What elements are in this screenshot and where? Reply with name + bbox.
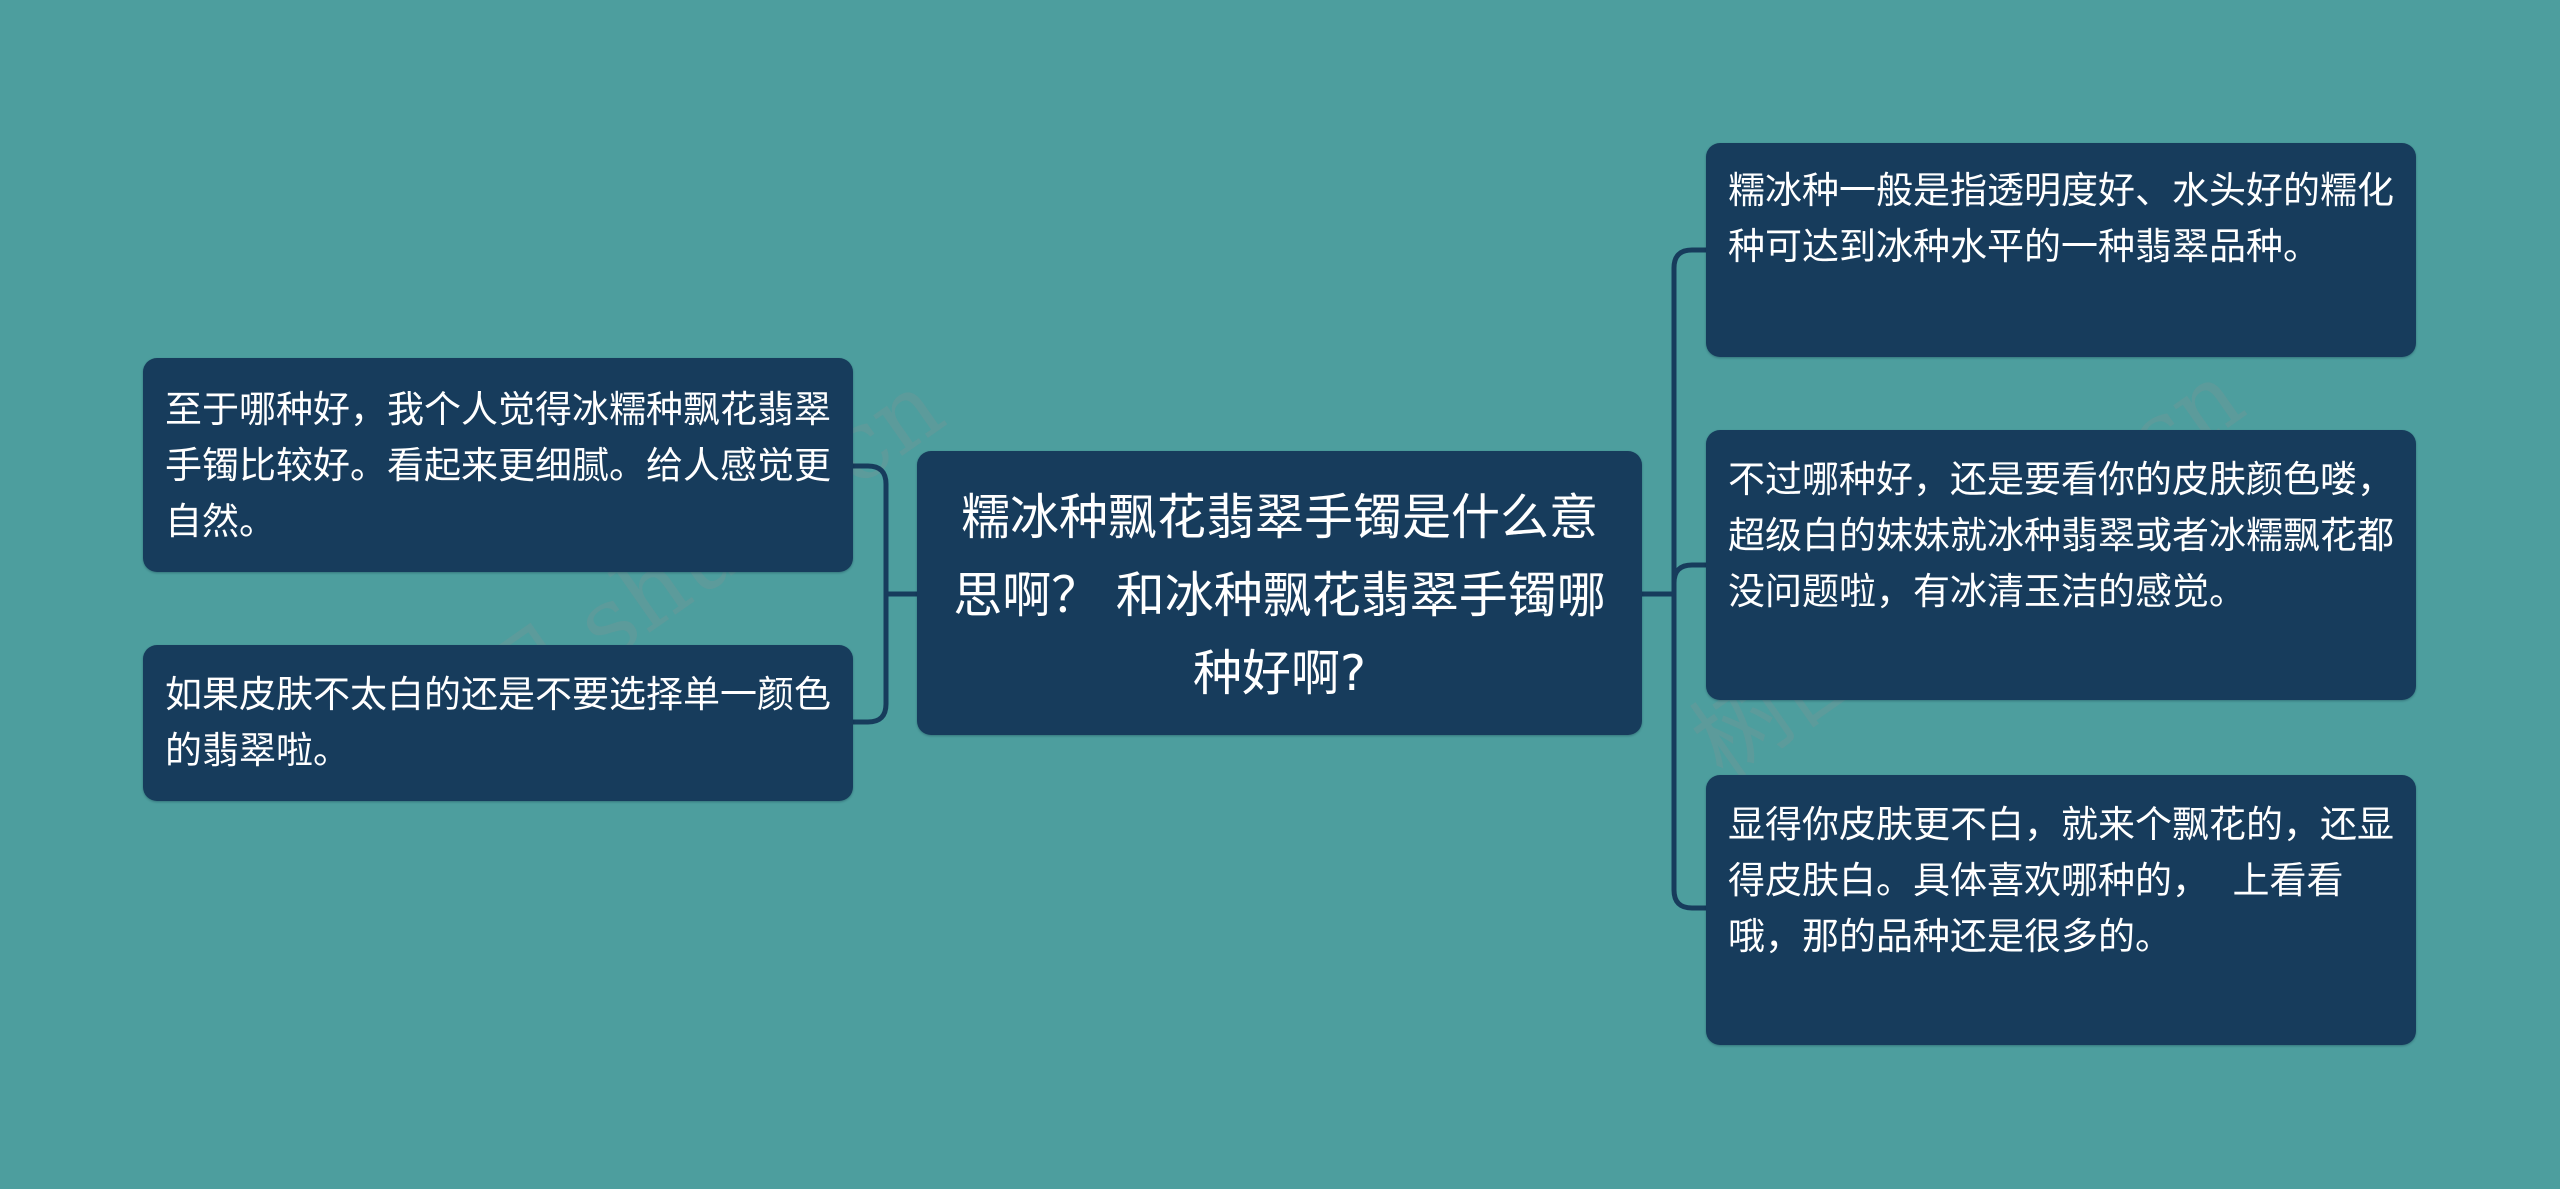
right-node-1-text: 糯冰种一般是指透明度好、水头好的糯化种可达到冰种水平的一种翡翠品种。 <box>1728 169 2394 268</box>
right-node-3[interactable]: 显得你皮肤更不白，就来个飘花的，还显得皮肤白。具体喜欢哪种的， 上看看哦，那的品… <box>1706 775 2416 1045</box>
connector-right-middle <box>1671 562 1706 594</box>
right-node-1[interactable]: 糯冰种一般是指透明度好、水头好的糯化种可达到冰种水平的一种翡翠品种。 <box>1706 143 2416 357</box>
left-node-1[interactable]: 至于哪种好，我个人觉得冰糯种飘花翡翠手镯比较好。看起来更细腻。给人感觉更自然。 <box>143 358 853 572</box>
left-node-2[interactable]: 如果皮肤不太白的还是不要选择单一颜色的翡翠啦。 <box>143 645 853 801</box>
connector-left-bottom <box>853 594 889 725</box>
left-node-1-text: 至于哪种好，我个人觉得冰糯种飘花翡翠手镯比较好。看起来更细腻。给人感觉更自然。 <box>165 388 831 543</box>
left-node-2-text: 如果皮肤不太白的还是不要选择单一颜色的翡翠啦。 <box>165 673 831 772</box>
connector-left-top <box>853 463 889 594</box>
connector-right-top <box>1671 247 1706 594</box>
connector-right-bottom <box>1671 594 1706 911</box>
central-topic-node[interactable]: 糯冰种飘花翡翠手镯是什么意思啊？ 和冰种飘花翡翠手镯哪种好啊? <box>917 451 1642 735</box>
right-node-2-text: 不过哪种好，还是要看你的皮肤颜色喽，超级白的妹妹就冰种翡翠或者冰糯飘花都没问题啦… <box>1728 458 2394 613</box>
right-node-3-text: 显得你皮肤更不白，就来个飘花的，还显得皮肤白。具体喜欢哪种的， 上看看哦，那的品… <box>1728 803 2394 958</box>
right-node-2[interactable]: 不过哪种好，还是要看你的皮肤颜色喽，超级白的妹妹就冰种翡翠或者冰糯飘花都没问题啦… <box>1706 430 2416 700</box>
central-topic-text: 糯冰种飘花翡翠手镯是什么意思啊？ 和冰种飘花翡翠手镯哪种好啊? <box>953 489 1606 702</box>
